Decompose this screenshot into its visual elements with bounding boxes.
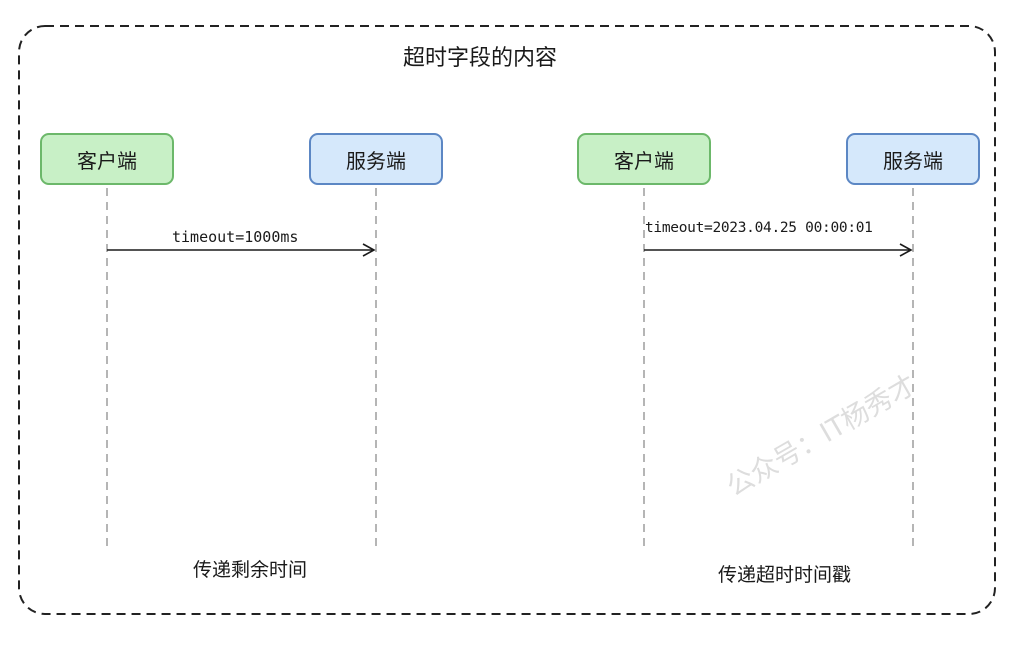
right-caption: 传递超时时间戳 xyxy=(718,564,852,586)
left-client-node: 客户端 xyxy=(40,133,174,185)
right-client-node: 客户端 xyxy=(577,133,711,185)
left-caption: 传递剩余时间 xyxy=(193,559,308,581)
left-server-node: 服务端 xyxy=(309,133,443,185)
left-server-label: 服务端 xyxy=(346,148,406,173)
right-server-label: 服务端 xyxy=(883,148,943,173)
right-client-label: 客户端 xyxy=(614,148,674,173)
left-client-label: 客户端 xyxy=(77,148,137,173)
outer-frame xyxy=(18,25,996,615)
right-message-label: timeout=2023.04.25 00:00:01 xyxy=(645,220,873,236)
left-message-label: timeout=1000ms xyxy=(172,228,299,246)
right-server-node: 服务端 xyxy=(846,133,980,185)
diagram-title: 超时字段的内容 xyxy=(402,46,557,71)
